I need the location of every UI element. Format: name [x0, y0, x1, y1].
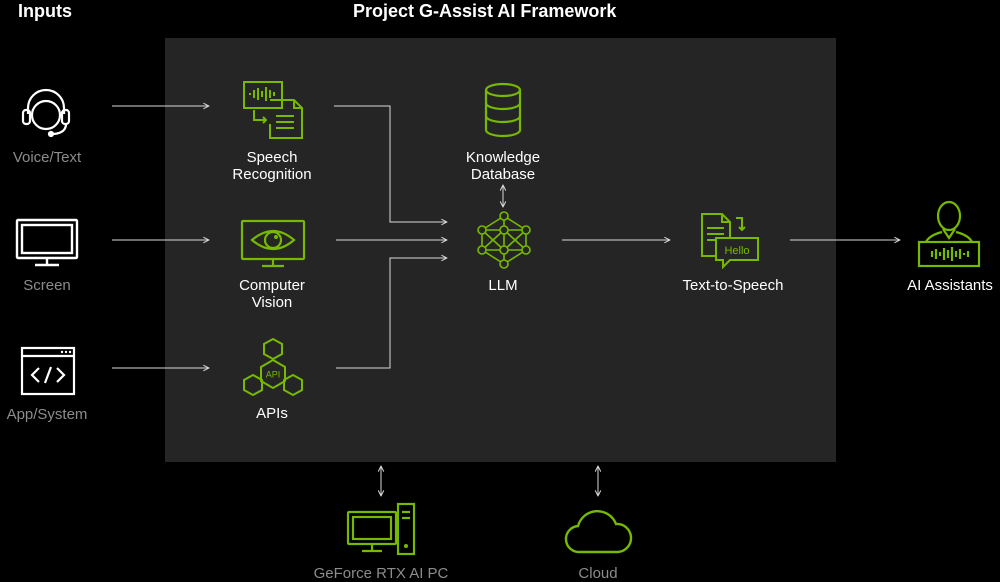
knowledge-database-label: Knowledge Database	[466, 149, 540, 183]
knowledge-label-line2: Database	[470, 166, 536, 183]
vision-label-line1: Computer	[239, 277, 305, 294]
neural-network-icon	[477, 211, 531, 269]
apis-label: APIs	[256, 405, 288, 422]
voice-text-label: Voice/Text	[12, 149, 82, 166]
speech-label-line1: Speech	[246, 149, 298, 166]
database-icon	[484, 82, 522, 138]
framework-title: Project G-Assist AI Framework	[353, 1, 617, 21]
geforce-pc-label: GeForce RTX AI PC	[313, 565, 449, 582]
api-badge-text: API	[266, 370, 281, 380]
monitor-icon	[15, 218, 79, 267]
speech-to-llm-arrow	[334, 105, 447, 222]
ai-assistants-label: AI Assistants	[907, 277, 993, 294]
code-window-icon	[20, 346, 76, 396]
cloud-icon	[564, 509, 633, 554]
speech-waveform-document-icon	[243, 81, 303, 139]
llm-label: LLM	[488, 277, 518, 294]
tts-label: Text-to-Speech	[682, 277, 784, 294]
eye-monitor-icon	[240, 219, 306, 268]
speech-recognition-label: Speech Recognition	[232, 149, 311, 183]
hello-badge-text: Hello	[724, 245, 749, 257]
screen-label: Screen	[23, 277, 71, 294]
assistant-person-icon	[917, 200, 981, 268]
apis-to-llm-arrow	[336, 258, 447, 369]
headset-icon	[21, 88, 71, 138]
knowledge-label-line1: Knowledge	[465, 149, 541, 166]
vision-label-line2: Vision	[251, 294, 293, 311]
computer-vision-label: Computer Vision	[239, 277, 305, 311]
cloud-label: Cloud	[578, 565, 618, 582]
desktop-pc-icon	[346, 502, 416, 556]
app-system-label: App/System	[6, 406, 88, 423]
inputs-title: Inputs	[18, 1, 72, 21]
speech-label-line2: Recognition	[232, 166, 312, 183]
document-speech-bubble-icon: Hello	[701, 213, 759, 270]
api-hexagons-icon: API	[243, 337, 303, 397]
